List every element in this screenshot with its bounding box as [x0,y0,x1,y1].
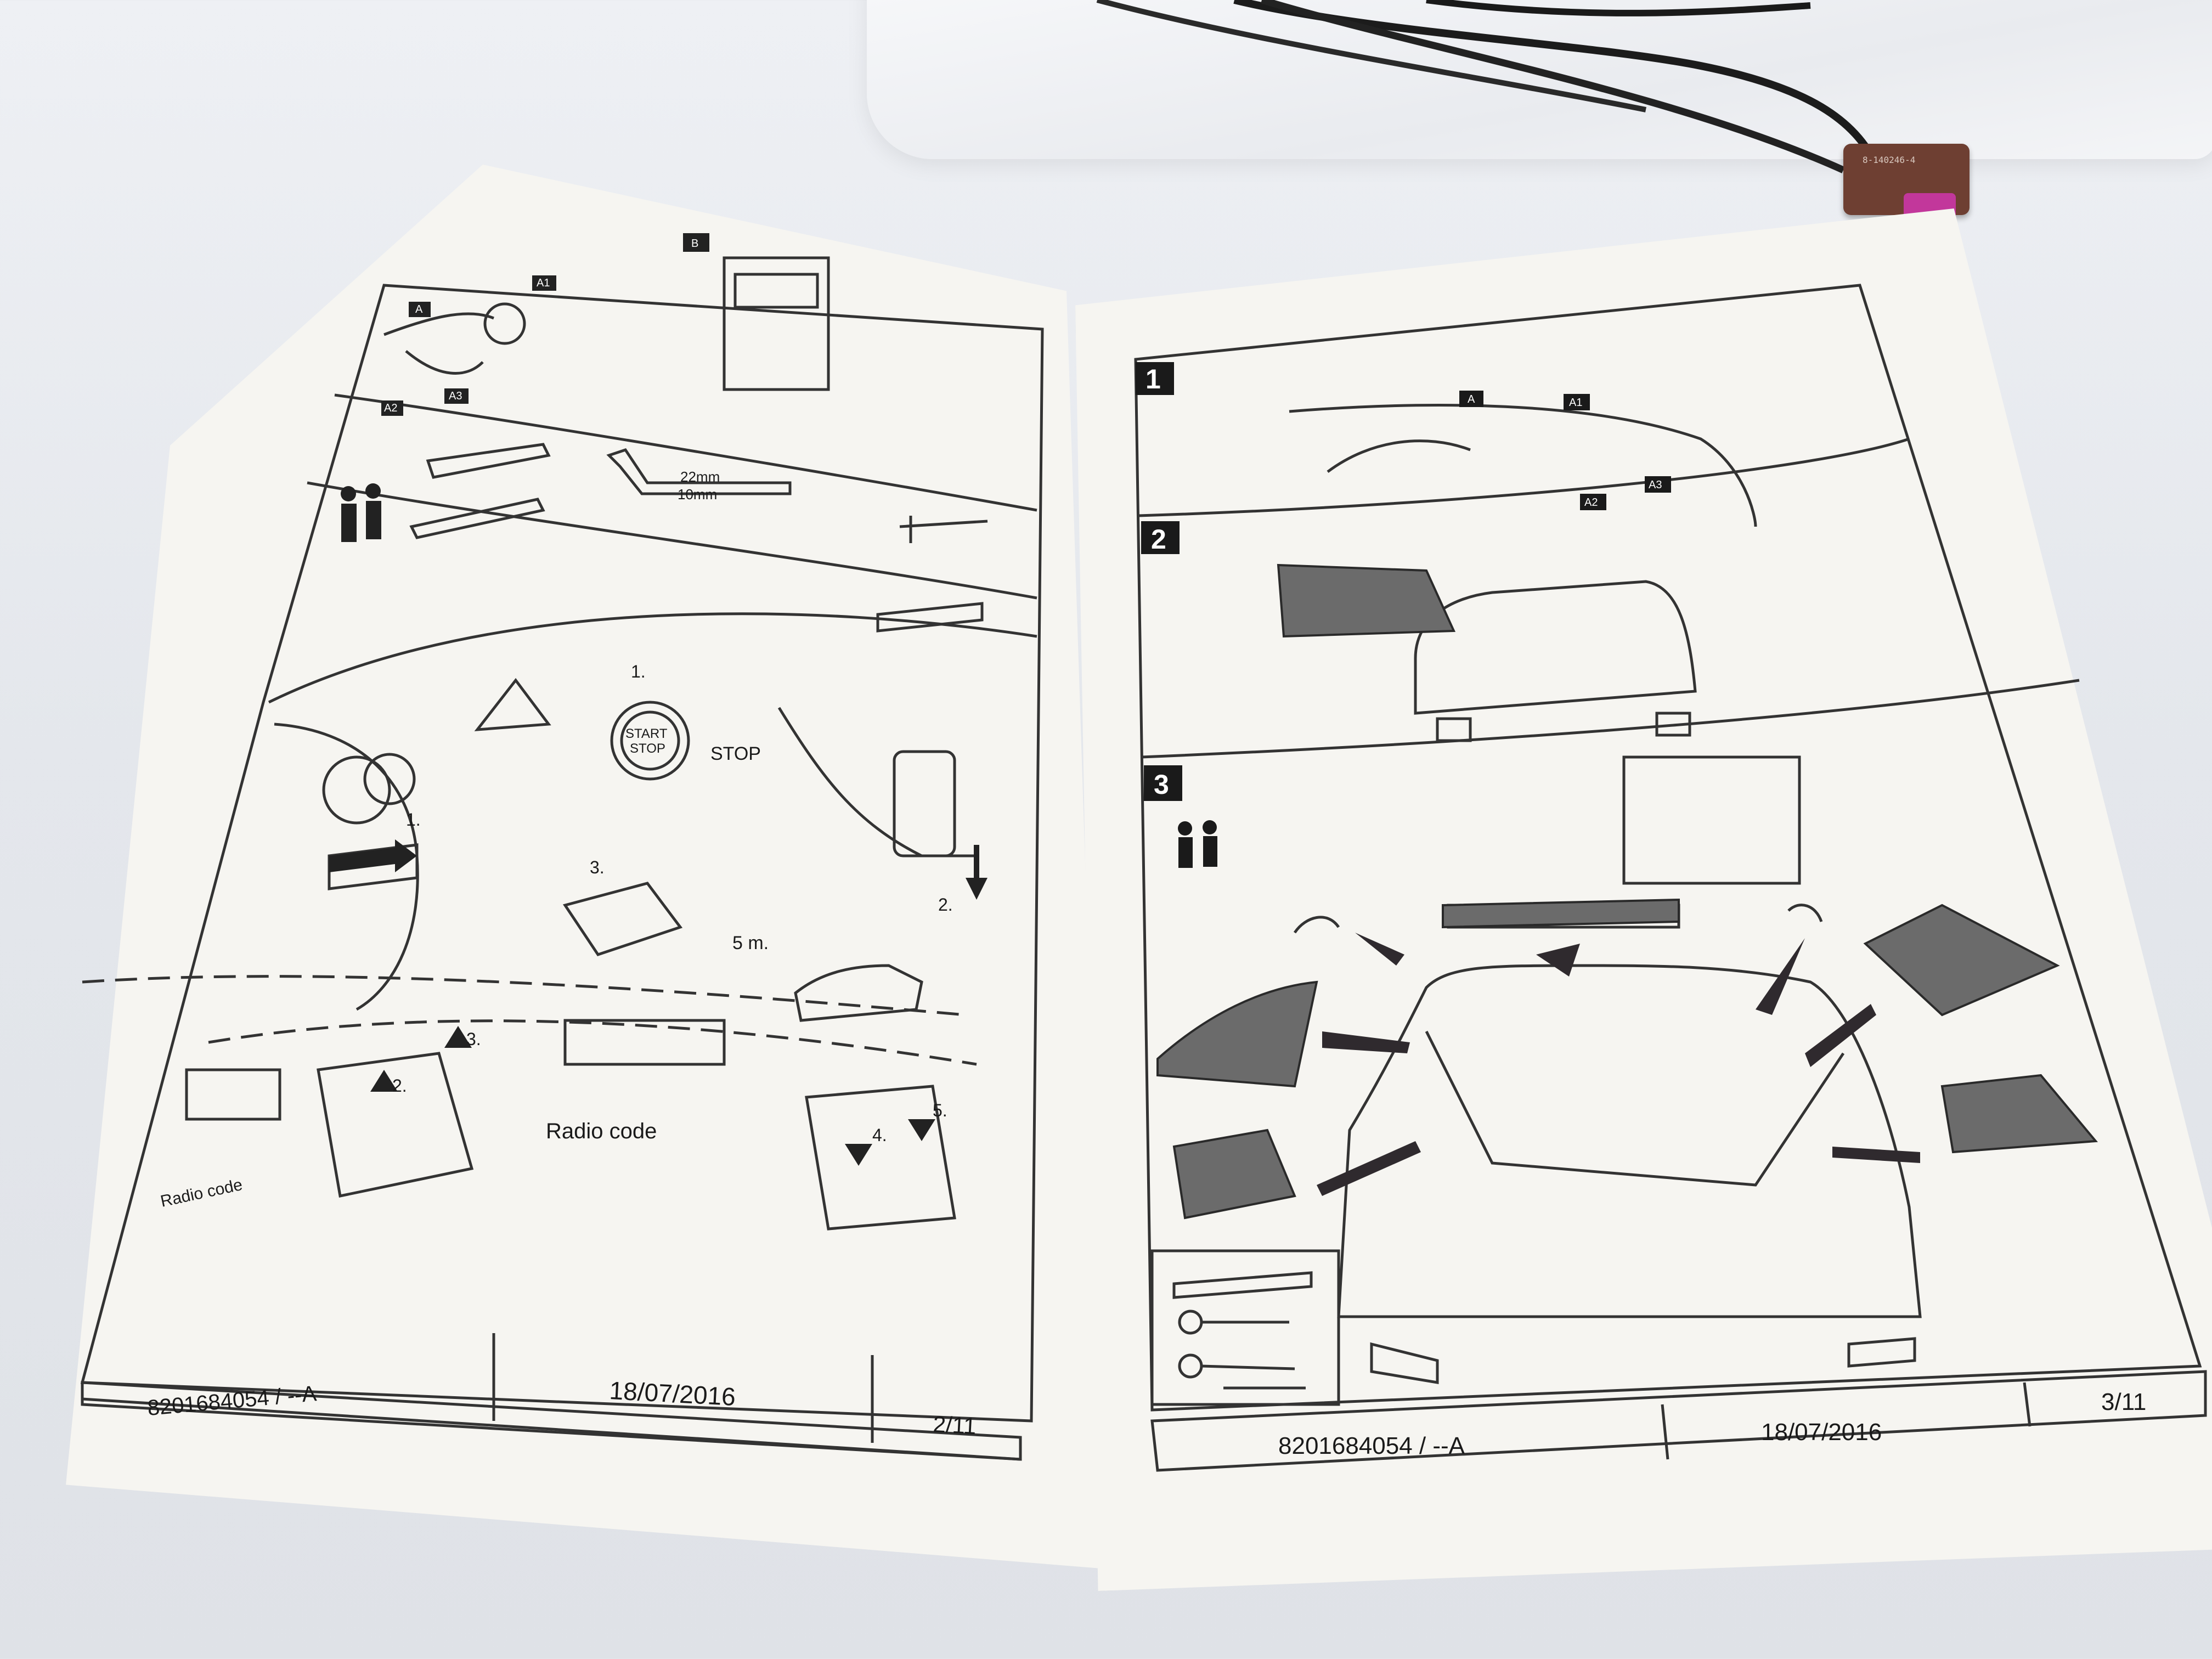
distance-label: 5 m. [732,933,769,953]
antenna-label-a: A [1468,393,1475,405]
battery-step-5-label: 5. [933,1101,947,1120]
antenna-label-a1: A1 [1569,397,1582,409]
left-page [66,165,1108,1569]
step-3-label: 3. [590,857,605,877]
step-2-label: 2. [938,895,953,915]
battery-step-4-label: 4. [872,1125,887,1145]
left-footer-date: 18/07/2016 [608,1376,736,1411]
start-button-bottom-text: STOP [630,741,665,756]
kit-label-a: A [415,303,423,315]
plastic-bag [867,0,2212,159]
right-footer-date: 18/07/2016 [1761,1419,1882,1446]
stop-label: STOP [710,743,761,764]
battery-step-2-label: 2. [392,1076,407,1096]
battery-step-3-label: 3. [466,1029,481,1049]
kit-label-a2: A2 [384,402,397,414]
panel-number-1: 1 [1146,364,1161,394]
step-1-label: 1. [406,810,421,830]
wrench-size-10: 10mm [678,486,717,503]
panel-number-3: 3 [1154,769,1169,800]
antenna-label-a3: A3 [1649,479,1662,491]
radio-code-label: Radio code [546,1119,657,1143]
connector-label: 8-140246-4 [1863,155,1916,165]
kit-label-a1: A1 [537,277,550,289]
step-1-top-label: 1. [631,662,646,681]
right-footer-page: 3/11 [2101,1389,2146,1415]
antenna-label-a2: A2 [1584,496,1598,509]
wrench-size-22: 22mm [680,469,720,485]
right-footer-ref: 8201684054 / --A [1278,1432,1465,1459]
kit-label-b: B [691,238,698,250]
panel-number-2: 2 [1151,524,1166,555]
kit-label-a3: A3 [449,390,462,402]
start-button-top-text: START [625,726,668,741]
left-footer-page: 2/11 [933,1411,977,1439]
